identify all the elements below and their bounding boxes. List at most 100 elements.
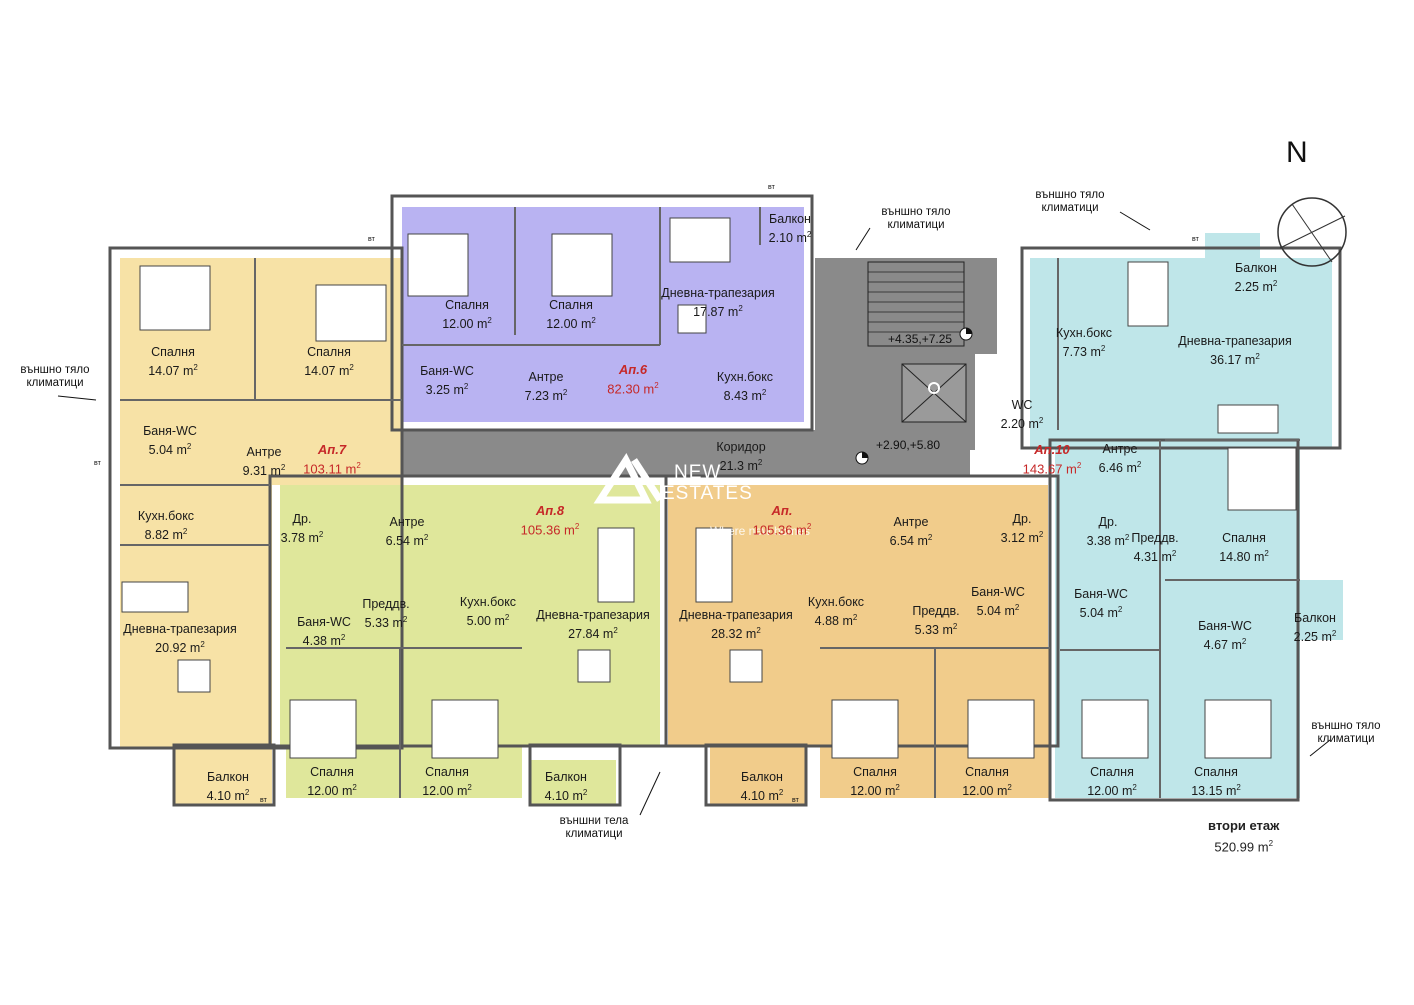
floor-area: 520.99 m xyxy=(1214,839,1269,855)
room-name: Спалня xyxy=(307,345,351,359)
room-name: Кухн.бокс xyxy=(807,595,865,609)
watermark-tagline: Where new homes xyxy=(709,524,811,538)
room-name: Преддв. xyxy=(362,597,410,611)
room-name: Баня-WC xyxy=(143,424,197,438)
room-area: 14.07 m xyxy=(148,364,194,379)
room-area: 4.31 m xyxy=(1133,550,1172,565)
room-area: 6.46 m xyxy=(1098,461,1137,476)
room-area: 8.82 m xyxy=(144,528,183,543)
room-name: Кухн.бокс xyxy=(716,370,774,384)
room-area: 12.00 m xyxy=(307,784,353,799)
room-name: Преддв. xyxy=(912,604,960,618)
room-area: 28.32 m xyxy=(711,627,757,642)
note-leaders xyxy=(57,211,1331,816)
room-name: Преддв. xyxy=(1131,531,1179,545)
room-name: Спалня xyxy=(1222,531,1266,545)
room-name: Кухн.бокс xyxy=(1055,326,1113,340)
room-area: 3.78 m xyxy=(280,531,319,546)
room-area: 27.84 m xyxy=(568,627,614,642)
room-area: 2.20 m xyxy=(1000,417,1039,432)
room-name: Дневна-трапезария xyxy=(661,286,775,300)
room-name: Балкон xyxy=(769,212,811,226)
room-area: 9.31 m xyxy=(242,464,281,479)
room-area: 36.17 m xyxy=(1210,353,1256,368)
room-area: 4.38 m xyxy=(302,634,341,649)
room-name: Балкон xyxy=(545,770,587,784)
room-area: 13.15 m xyxy=(1191,784,1237,799)
room-area: 14.80 m xyxy=(1219,550,1265,565)
room-area: 12.00 m xyxy=(850,784,896,799)
room-name: Спалня xyxy=(310,765,354,779)
room-name: Дневна-трапезария xyxy=(536,608,650,622)
room-name: Кухн.бокс xyxy=(137,509,195,523)
room-area: 8.43 m xyxy=(723,389,762,404)
room-name: Спалня xyxy=(1090,765,1134,779)
apt-10-name: Ап.10 xyxy=(1034,442,1070,457)
apt-7-balcony xyxy=(174,747,272,805)
room-area: 6.54 m xyxy=(889,534,928,549)
room-area: 12.00 m xyxy=(962,784,1008,799)
room-area: 17.87 m xyxy=(693,305,739,320)
room-label: Преддв.5.33 m2 xyxy=(912,604,960,638)
room-area: 4.10 m xyxy=(740,789,779,804)
compass-icon xyxy=(1277,197,1347,267)
room-area: 3.25 m xyxy=(425,383,464,398)
apt-7-name: Ап.7 xyxy=(317,442,347,457)
room-name: Балкон xyxy=(741,770,783,784)
room-name: Антре xyxy=(528,370,564,384)
room-name: WC xyxy=(1011,398,1033,412)
room-name: Коридор xyxy=(716,440,766,454)
room-name: Антре xyxy=(246,445,282,459)
room-name: Спалня xyxy=(965,765,1009,779)
room-area: 2.10 m xyxy=(768,231,807,246)
room-name: Дневна-трапезария xyxy=(679,608,793,622)
watermark-line1: NEW xyxy=(674,462,722,483)
room-area: 3.12 m xyxy=(1000,531,1039,546)
room-name: Спалня xyxy=(445,298,489,312)
room-area: 2.25 m xyxy=(1234,280,1273,295)
room-name: Спалня xyxy=(151,345,195,359)
vt-tag: вт xyxy=(792,797,799,804)
room-name: Балкон xyxy=(1235,261,1277,275)
room-name: Кухн.бокс xyxy=(459,595,517,609)
apt-8-area: 105.36 m xyxy=(520,522,575,538)
north-indicator: N xyxy=(1286,136,1308,169)
room-area: 4.67 m xyxy=(1203,638,1242,653)
room-area: 5.33 m xyxy=(914,623,953,638)
apt-8-name: Ап.8 xyxy=(535,503,565,518)
room-area: 20.92 m xyxy=(155,641,201,656)
apt-6-name: Ап.6 xyxy=(618,362,648,377)
furniture xyxy=(121,217,1297,759)
room-area: 5.04 m xyxy=(148,443,187,458)
room-name: Антре xyxy=(1102,442,1138,456)
apt-9-area: 105.36 m xyxy=(752,522,807,538)
vt-tag: вт xyxy=(768,184,775,191)
room-name: Дневна-трапезария xyxy=(1178,334,1292,348)
apt-9-name: Ап. xyxy=(771,503,793,518)
room-area: 4.10 m xyxy=(544,789,583,804)
room-label: Преддв.4.31 m2 xyxy=(1131,531,1179,565)
